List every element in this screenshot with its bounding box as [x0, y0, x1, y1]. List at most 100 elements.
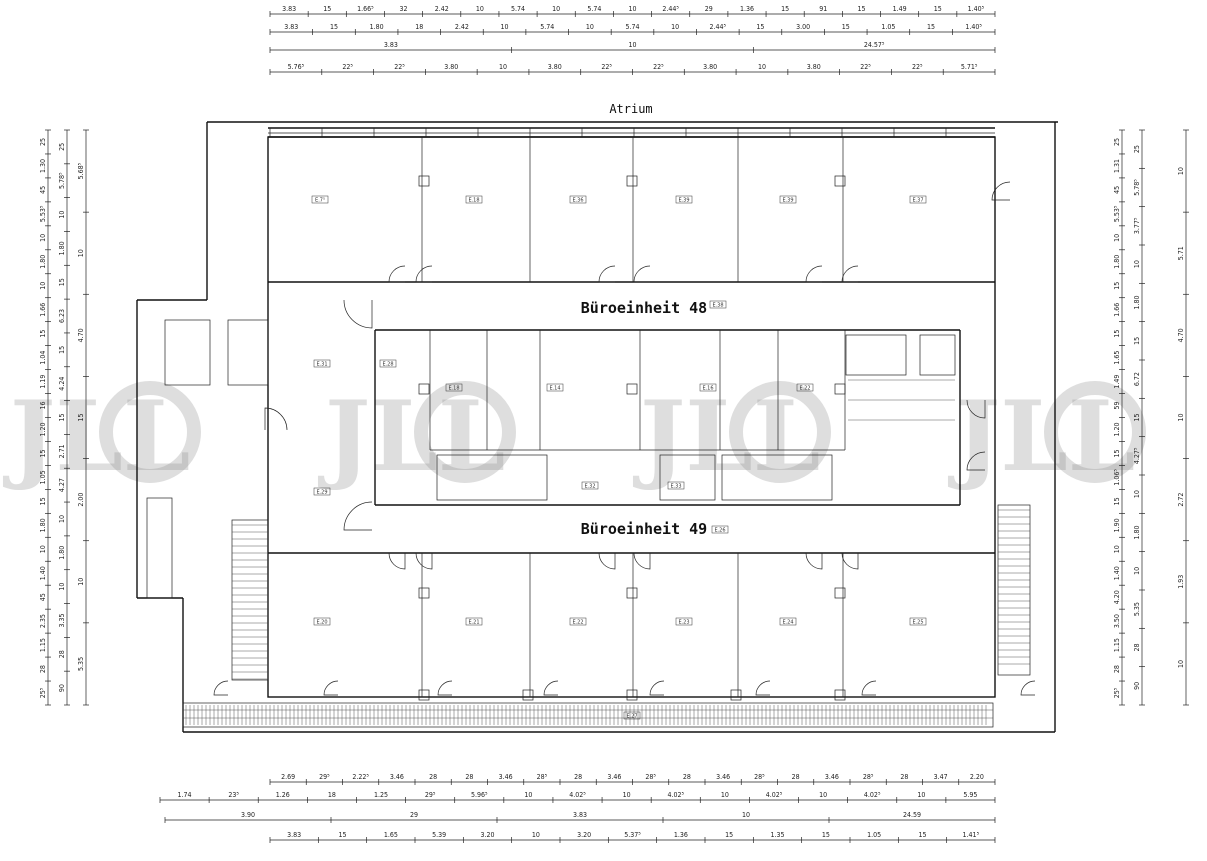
top-dimension-label: 5.76⁵	[288, 63, 305, 71]
right-dimension-label: 15	[1113, 497, 1121, 505]
top-dimension-label: 5.71⁵	[961, 63, 978, 71]
top-dimension-label: 10	[501, 23, 509, 31]
door-swing	[543, 680, 559, 696]
wall-rect	[659, 454, 716, 501]
right-dimension-label: 10	[1177, 660, 1185, 668]
left-dimension-label: 5.68⁵	[77, 162, 85, 179]
room-tag-text: E.29	[316, 490, 327, 496]
room-tag-box	[909, 617, 927, 626]
right-dimension-label: 1.20	[1113, 422, 1121, 436]
door-swing	[805, 265, 823, 283]
right-dimension-label: 2.72	[1177, 493, 1185, 507]
wall-rect	[626, 689, 638, 701]
watermark-ring	[1044, 381, 1146, 483]
watermark-text: JLL	[317, 380, 505, 493]
bottom-dimension-label: 5.95	[963, 791, 977, 799]
bottom-dimension-label: 3.46	[390, 773, 404, 781]
bottom-dimension-label: 2.69	[281, 773, 295, 781]
right-dimension-label: 28	[1133, 643, 1141, 651]
right-dimension-label: 10	[1133, 260, 1141, 268]
top-dimension-label: 5.74	[625, 23, 639, 31]
wall-rect	[834, 587, 846, 599]
wall-rect	[146, 497, 173, 599]
right-dimension-label: 15	[1133, 337, 1141, 345]
wall-rect	[418, 587, 430, 599]
right-dimension-label: 25	[1113, 138, 1121, 146]
watermark-ring	[414, 381, 516, 483]
room-tag-box	[675, 195, 693, 204]
left-dimension-label: 1.05	[39, 470, 47, 484]
right-dimension-label: 1.90	[1113, 518, 1121, 532]
door-swing	[343, 501, 373, 531]
bottom-dimension-label: 3.46	[607, 773, 621, 781]
bottom-dimension-label: 28⁵	[754, 773, 765, 781]
wall-rect	[418, 175, 430, 187]
room-tag-text: E.27	[626, 714, 637, 720]
room-tag-box	[465, 617, 483, 626]
room-tag-text: E.33	[670, 484, 681, 490]
right-dimension-label: 10	[1177, 167, 1185, 175]
left-dimension-label: 10	[39, 545, 47, 553]
right-dimension-label: 1.66	[1113, 303, 1121, 317]
right-dimension-label: 5.71	[1177, 246, 1185, 260]
door-swing	[388, 552, 406, 570]
bottom-dimension-label: 15	[725, 831, 733, 839]
top-dimension-label: 10	[499, 63, 507, 71]
room-tag-box	[569, 195, 587, 204]
left-dimension-label: 6.23	[58, 309, 66, 323]
wall-rect	[730, 689, 742, 701]
left-dimension-label: 1.19	[39, 375, 47, 389]
bottom-dimension-label: 3.20	[480, 831, 494, 839]
room-tag-box	[623, 711, 641, 720]
bottom-dimension-label: 5.39	[432, 831, 446, 839]
bottom-dimension-label: 1.35	[770, 831, 784, 839]
right-dimension-label: 6.72	[1133, 372, 1141, 386]
door-swing	[991, 181, 1011, 201]
bottom-dimension-label: 28⁵	[645, 773, 656, 781]
bottom-dimension-label: 1.25	[374, 791, 388, 799]
right-dimension-label: 1.65	[1113, 351, 1121, 365]
door-swing	[633, 265, 651, 283]
room-tag-text: E.18	[468, 198, 479, 204]
room-tag-box	[569, 617, 587, 626]
left-dimension-label: 2.00	[77, 493, 85, 507]
bottom-dimension-label: 23⁵	[228, 791, 239, 799]
wall-rect	[626, 383, 638, 395]
room-tag-text: E.39	[782, 198, 793, 204]
left-dimension-label: 4.70	[77, 328, 85, 342]
room-tag-box	[313, 487, 331, 496]
room-tag-text: E.24	[782, 620, 793, 626]
bottom-dimension-label: 29⁵	[319, 773, 330, 781]
room-tag-text: E.21	[468, 620, 479, 626]
top-dimension-label: 3.83	[384, 41, 398, 49]
right-dimension-label: 1.80	[1133, 525, 1141, 539]
top-dimension-label: 15	[857, 5, 865, 13]
bottom-dimension-label: 10	[532, 831, 540, 839]
right-dimension-label: 5.78⁵	[1133, 179, 1141, 196]
top-dimension-label: 15	[330, 23, 338, 31]
wall-rect	[418, 383, 430, 395]
left-dimension-label: 15	[39, 497, 47, 505]
left-dimension-label: 1.15	[39, 638, 47, 652]
top-dimension-label: 1.80	[370, 23, 384, 31]
bottom-dimension-label: 4.02⁵	[667, 791, 684, 799]
left-dimension-label: 5.78⁵	[58, 172, 66, 189]
room-tag-box	[779, 617, 797, 626]
bottom-dimension-label: 28	[429, 773, 437, 781]
room-tag-box	[699, 383, 717, 392]
wall-rect	[834, 175, 846, 187]
wall-rect	[267, 136, 996, 698]
door-swing	[841, 552, 859, 570]
watermark-text: JLL	[2, 380, 190, 493]
room-tag-text: E.26	[714, 528, 725, 534]
bottom-dimension-label: 29⁵	[425, 791, 436, 799]
room-tag-text: E.38	[712, 303, 723, 309]
left-dimension-label: 45	[39, 186, 47, 194]
unit-48-label: Büroeinheit 48	[581, 299, 707, 317]
right-dimension-label: 4.70	[1177, 328, 1185, 342]
room-tag-box	[465, 195, 483, 204]
left-dimension-label: 15	[58, 413, 66, 421]
room-tag-text: E.22	[572, 620, 583, 626]
atrium-label: Atrium	[609, 102, 652, 116]
top-dimension-label: 2.44⁵	[710, 23, 727, 31]
